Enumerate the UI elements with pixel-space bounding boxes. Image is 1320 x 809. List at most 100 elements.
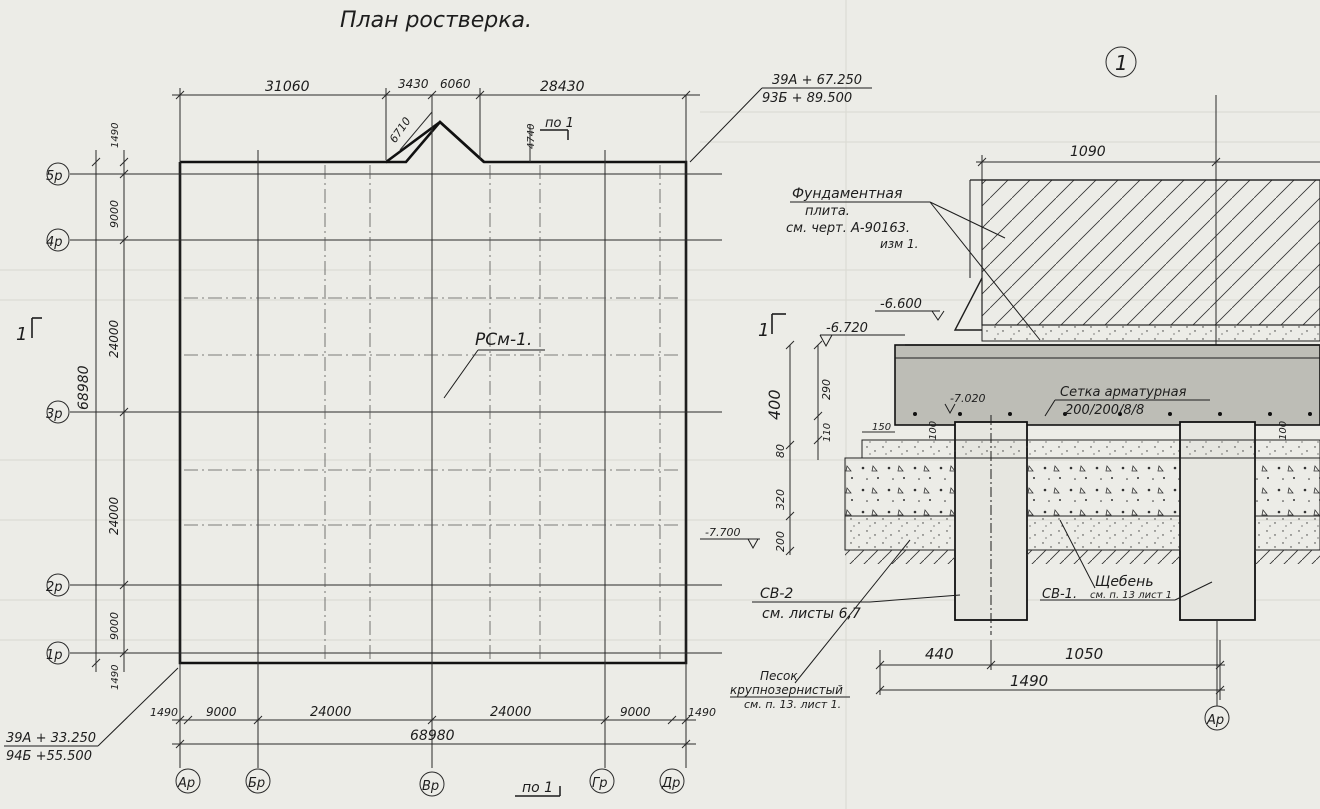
section-ref-bottom: по 1 [515, 780, 561, 797]
axis-label-v: Вр [422, 779, 439, 794]
sv2-label-2: см. листы 6,7 [762, 606, 861, 622]
coords-bottom: 39А + 33.250 94Б +55.500 [4, 667, 179, 764]
plate-label-3: см. черт. А-90163. [786, 221, 910, 236]
mesh-label-1: Сетка арматурная [1060, 385, 1187, 400]
plate-label-1: Фундаментная [792, 186, 902, 202]
bottom-dimensions: 1490 9000 24000 24000 9000 1490 68980 [150, 705, 716, 749]
ldim-1490-top: 1490 [110, 123, 121, 148]
sheet-number: 1 [1115, 51, 1128, 75]
sand-layer-right [1254, 515, 1320, 551]
axis-label-4: 4р [46, 235, 63, 250]
coord-top-2: 93Б + 89.500 [762, 91, 852, 106]
section-mark-left-label: 1 [16, 324, 27, 345]
axis-label-2: 2р [46, 580, 63, 595]
ref-label-top: по 1 [545, 116, 574, 131]
bdim-9000-right: 9000 [620, 705, 651, 719]
axis-label-5: 5р [46, 169, 63, 184]
axis-label-b: Бр [248, 776, 265, 791]
dim-28430: 28430 [540, 79, 585, 95]
dim-6710: 6710 [387, 115, 414, 145]
ldim-24000-top: 24000 [107, 319, 121, 358]
dim-31060: 31060 [265, 79, 310, 95]
blinding-layer [981, 324, 1320, 342]
top-dimensions: 31060 3430 6060 28430 6710 4740 по 1 [172, 77, 700, 162]
bdim-1490-left: 1490 [150, 706, 178, 719]
mesh-label-2: 200/200/8/8 [1065, 403, 1144, 418]
rubble-layer-left [844, 457, 956, 517]
dim-3430: 3430 [398, 77, 429, 91]
grillage-mark: РСм-1. [475, 330, 532, 350]
ldim-9000-top: 9000 [108, 200, 121, 228]
vdim-100-left: 100 [928, 421, 939, 440]
section-mark-left: 1 [16, 317, 42, 345]
foundation-plate [981, 179, 1320, 326]
vdim-400: 400 [765, 389, 784, 420]
section-vertical-dims: 400 290 110 80 320 200 100 100 150 [765, 340, 1289, 556]
axis-label-1: 1р [46, 648, 63, 663]
rubble-label-2: см. п. 13 лист 1 [1090, 590, 1172, 601]
section-mark-right: 1 [758, 320, 769, 341]
plate-label-2: плита. [805, 204, 850, 219]
ground-mid [1027, 550, 1180, 564]
row-axis-bubbles: 5р 4р 3р 2р 1р [46, 162, 70, 665]
ldim-24000-bot: 24000 [107, 496, 121, 535]
coord-top-1: 39А + 67.250 [772, 73, 862, 88]
hdim-150: 150 [872, 422, 891, 433]
bdim-24000-left: 24000 [310, 705, 351, 720]
sdim-1490: 1490 [1010, 672, 1048, 690]
coord-bottom-2: 94Б +55.500 [6, 749, 92, 764]
sand-layer-left [844, 515, 956, 551]
section-view: 1090 Фундаментная плита. см. черт. А-901… [700, 95, 1320, 731]
ldim-1490-bot: 1490 [110, 665, 121, 690]
sv1-label: СВ-1. [1042, 587, 1077, 602]
vdim-110: 110 [822, 423, 833, 442]
dim-6060: 6060 [440, 77, 471, 91]
section-axis-label: Ар [1206, 713, 1224, 728]
vdim-100-right: 100 [1278, 421, 1289, 440]
sand-layer-mid [1026, 515, 1181, 551]
left-dimensions: 1490 9000 24000 24000 9000 1490 68980 [76, 123, 129, 690]
pile-grid-lines [184, 165, 682, 660]
sdim-1050: 1050 [1065, 645, 1103, 663]
grillage-outline [178, 120, 688, 665]
rubble-layer-right [1254, 457, 1320, 517]
vdim-290: 290 [820, 379, 833, 400]
plan-title: План ростверка. [340, 8, 532, 33]
bdim-1490-right: 1490 [688, 706, 716, 719]
plan-view: План ростверка. 5р [4, 8, 1137, 797]
bedding-layer-top [861, 439, 1320, 459]
axis-label-3: 3р [46, 407, 63, 422]
sheet-number-circle [1105, 46, 1137, 78]
level-6600: -6.600 [880, 297, 922, 312]
sdim-440: 440 [925, 645, 954, 663]
axis-label-g: Гр [592, 776, 608, 791]
section-bottom-dims: 440 1050 1490 [875, 640, 1225, 700]
bdim-9000-left: 9000 [206, 705, 237, 719]
vdim-200: 200 [774, 531, 787, 552]
ground-right [1255, 550, 1320, 564]
sand-label-1: Песок [760, 669, 798, 683]
coords-top: 39А + 67.250 93Б + 89.500 [689, 73, 872, 163]
level-6720: -6.720 [826, 321, 868, 336]
dim-4740: 4740 [526, 124, 537, 149]
bdim-total: 68980 [410, 728, 455, 744]
dim-1090: 1090 [1070, 144, 1106, 160]
plate-label-4: изм 1. [880, 237, 919, 251]
ref-label-bottom: по 1 [522, 780, 553, 796]
level-7700: -7.700 [705, 526, 740, 539]
notch-outline [386, 120, 485, 164]
coord-bottom-1: 39А + 33.250 [6, 731, 96, 746]
ground-left [845, 550, 955, 564]
ldim-total: 68980 [76, 365, 92, 410]
section-axis-bubble [1204, 705, 1230, 731]
bdim-24000-right: 24000 [490, 705, 531, 720]
axis-label-d: Др [661, 776, 680, 791]
vdim-80: 80 [774, 444, 787, 458]
rubble-label-1: Щебень [1095, 574, 1154, 590]
sv2-label-1: СВ-2 [760, 586, 793, 602]
axis-label-a: Ар [177, 776, 195, 791]
rebar-dots [913, 412, 1312, 416]
sand-label-2: крупнозернистый [730, 683, 843, 697]
level-7020: -7.020 [950, 392, 985, 405]
